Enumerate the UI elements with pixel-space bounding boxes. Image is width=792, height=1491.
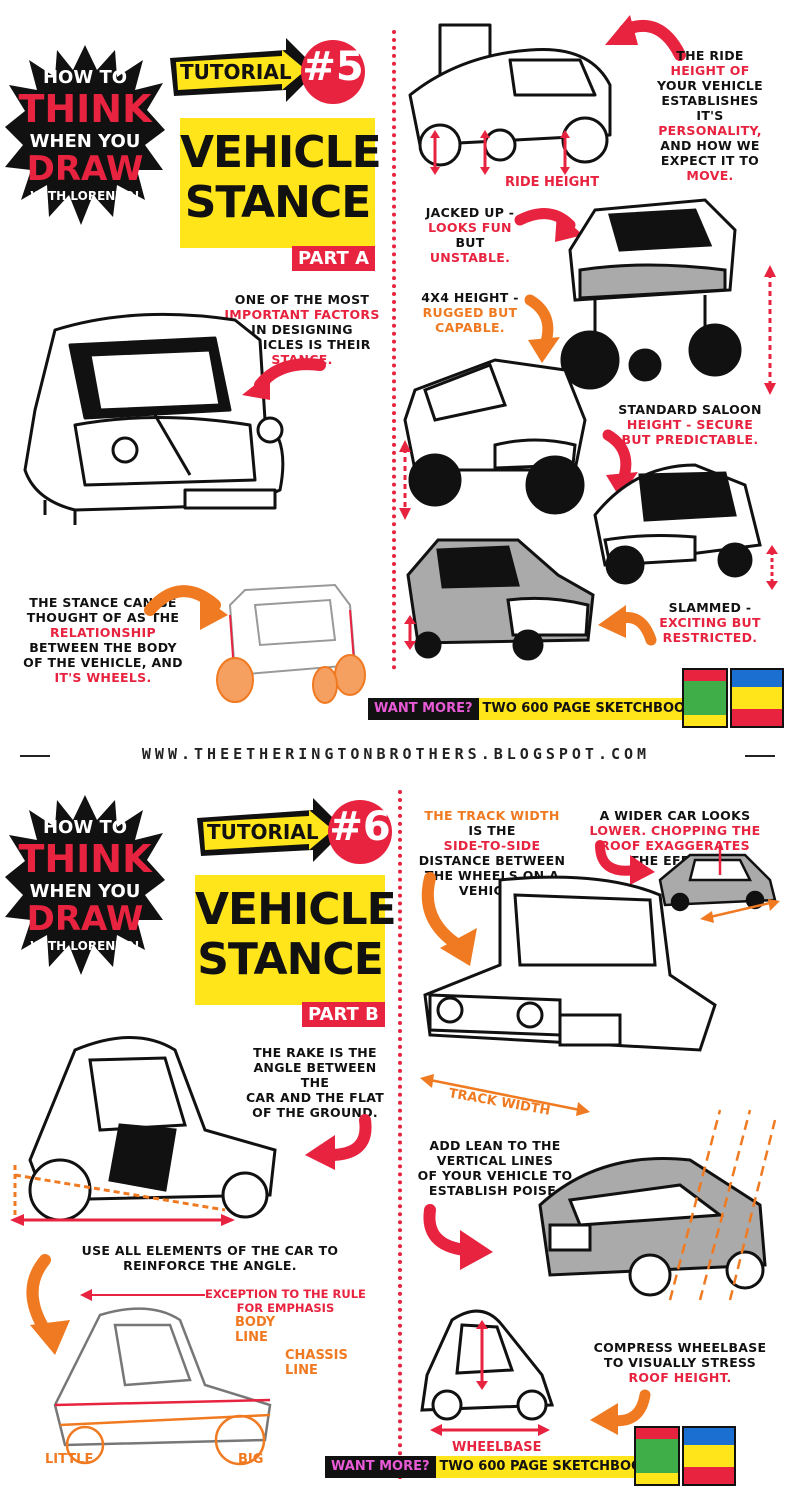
car-chopped-small	[650, 840, 780, 920]
label-big: BIG	[238, 1452, 264, 1467]
logo-how-to: HOW TO	[42, 67, 128, 88]
tutorial-5-label: TUTORIAL	[180, 60, 292, 84]
arrow-wider	[595, 840, 655, 885]
car-2cv-illustration	[15, 300, 295, 540]
note-compress-wheelbase: COMPRESS WHEELBASE TO VISUALLY STRESS RO…	[593, 1340, 767, 1385]
tutorial-5-title-line2: STANCE	[184, 177, 372, 228]
arrow-saloon	[602, 429, 638, 498]
center-divider-bottom	[398, 790, 402, 1480]
logo-think-2: THINK	[18, 837, 152, 881]
logo-how-to-2: HOW TO	[42, 817, 128, 838]
logo-with-lorenzo: WITH LORENZO!	[30, 189, 140, 203]
sketchbook-cover-2-top[interactable]	[730, 668, 784, 728]
arrow-orange-curve-1	[144, 585, 228, 630]
url-rule-left	[20, 755, 50, 757]
track-width-arrow	[420, 1074, 590, 1116]
arrow-ride-height	[605, 15, 686, 61]
tutorial-5-title-box	[180, 118, 375, 248]
logo-think: THINK	[18, 87, 152, 131]
tutorial-6-banner: TUTORIAL #6	[195, 790, 395, 870]
tutorial-6-title-line1: VEHICLE	[195, 884, 397, 935]
center-divider-top	[392, 30, 396, 670]
car-hotrod-ride-height	[400, 15, 620, 185]
promo-sketchbooks-2: TWO 600 PAGE SKETCHBOOKS!	[435, 1456, 672, 1478]
label-little: LITTLE	[45, 1452, 94, 1467]
arrow-rake	[305, 1114, 372, 1170]
car-pickup-track	[420, 865, 720, 1075]
logo-when-you-2: WHEN YOU	[29, 881, 141, 902]
ride-height-arrows	[430, 130, 570, 175]
label-chassis-line: CHASSIS LINE	[285, 1348, 348, 1378]
arrow-lean	[423, 1204, 493, 1270]
note-standard-saloon: STANDARD SALOON HEIGHT - SECURE BUT PRED…	[618, 402, 762, 447]
car-saloon	[585, 455, 765, 590]
wheelbase-label: WHEELBASE	[452, 1440, 542, 1455]
tutorial-5-number: #5	[302, 44, 364, 90]
ride-height-label: RIDE HEIGHT	[505, 175, 600, 190]
tutorial-6-label: TUTORIAL	[207, 820, 319, 844]
logo-draw-2: DRAW	[26, 899, 144, 939]
arrow-track-width	[421, 872, 477, 966]
note-exception: EXCEPTION TO THE RULE FOR EMPHASIS	[205, 1287, 366, 1315]
note-important-factors: ONE OF THE MOST IMPORTANT FACTORS IN DES…	[224, 292, 380, 367]
tutorial-5-part: PART A	[292, 246, 375, 271]
rake-ground-line	[10, 1165, 235, 1226]
note-slammed: SLAMMED - EXCITING BUT RESTRICTED.	[659, 600, 761, 645]
note-use-all-elements: USE ALL ELEMENTS OF THE CAR TO REINFORCE…	[81, 1243, 339, 1273]
exception-arrow-line	[80, 1289, 205, 1301]
car-beetle-rake	[15, 1030, 285, 1230]
tutorial-5-banner: TUTORIAL #5	[168, 30, 368, 110]
tutorial-6-part: PART B	[302, 1002, 385, 1027]
sketchbook-cover-2-bottom[interactable]	[682, 1426, 736, 1486]
arrow-4x4-height	[399, 440, 411, 520]
arrow-4x4	[524, 294, 560, 363]
car-slammed	[398, 535, 598, 661]
arrow-jacked	[514, 208, 583, 242]
url-rule-right	[745, 755, 775, 757]
tutorial-6-title-box	[195, 875, 385, 1005]
car-beetle-sketch	[40, 1305, 280, 1466]
car-2cv-sketch	[205, 575, 375, 710]
logo-draw: DRAW	[26, 149, 144, 189]
wheelbase-arrow	[430, 1424, 550, 1436]
logo-with-lorenzo-2: WITH LORENZO!	[30, 939, 140, 953]
sketchbook-cover-1-bottom[interactable]	[634, 1426, 680, 1486]
lean-guide-lines	[668, 1109, 777, 1301]
logo-burst-2: HOW TO THINK WHEN YOU DRAW WITH LORENZO!	[5, 795, 165, 975]
logo-when-you: WHEN YOU	[29, 131, 141, 152]
arrow-jacked-height	[764, 265, 776, 395]
promo-sketchbooks: TWO 600 PAGE SKETCHBOOKS!	[478, 698, 715, 720]
arrow-compress	[590, 1389, 651, 1435]
promo-want-more: WANT MORE?	[374, 701, 473, 716]
roof-height-arrow	[476, 1320, 488, 1390]
note-add-lean: ADD LEAN TO THE VERTICAL LINES OF YOUR V…	[417, 1138, 573, 1198]
promo-bar-top[interactable]: WANT MORE? TWO 600 PAGE SKETCHBOOKS!	[368, 698, 721, 720]
arrow-slammed-height	[404, 615, 416, 650]
sketchbook-cover-1-top[interactable]	[682, 668, 728, 728]
tutorial-5-title-line1: VEHICLE	[180, 127, 382, 178]
note-jacked-up: JACKED UP - LOOKS FUN BUT UNSTABLE.	[425, 205, 515, 265]
note-4x4-height: 4X4 HEIGHT - RUGGED BUT CAPABLE.	[421, 290, 519, 335]
arrow-to-car1	[242, 358, 326, 400]
label-body-line: BODY LINE	[235, 1315, 276, 1345]
blog-url[interactable]: WWW.THEETHERINGTONBROTHERS.BLOGSPOT.COM	[141, 745, 651, 763]
note-ride-height-personality: THE RIDE HEIGHT OF YOUR VEHICLE ESTABLIS…	[657, 48, 763, 183]
small-track-arrow	[700, 899, 780, 923]
car-bubble-wheelbase	[412, 1305, 562, 1425]
tutorial-6-number: #6	[329, 804, 391, 850]
note-stance-relationship: THE STANCE CAN BE THOUGHT OF AS THE RELA…	[23, 595, 183, 685]
note-rake-angle: THE RAKE IS THE ANGLE BETWEEN THE CAR AN…	[245, 1045, 385, 1120]
arrow-elements	[26, 1254, 70, 1355]
arrow-slammed	[598, 605, 657, 646]
car-jacked-up	[555, 190, 755, 395]
promo-want-more-2: WANT MORE?	[331, 1459, 430, 1474]
car-4x4	[395, 350, 595, 525]
car-coupe-lean	[520, 1145, 780, 1305]
note-wider-car: A WIDER CAR LOOKS LOWER. CHOPPING THE RO…	[589, 808, 761, 868]
logo-burst: HOW TO THINK WHEN YOU DRAW WITH LORENZO!	[5, 45, 165, 225]
promo-bar-bottom[interactable]: WANT MORE? TWO 600 PAGE SKETCHBOOKS!	[325, 1456, 678, 1478]
tutorial-6-title-line2: STANCE	[197, 934, 384, 985]
arrow-saloon-height	[766, 545, 778, 590]
